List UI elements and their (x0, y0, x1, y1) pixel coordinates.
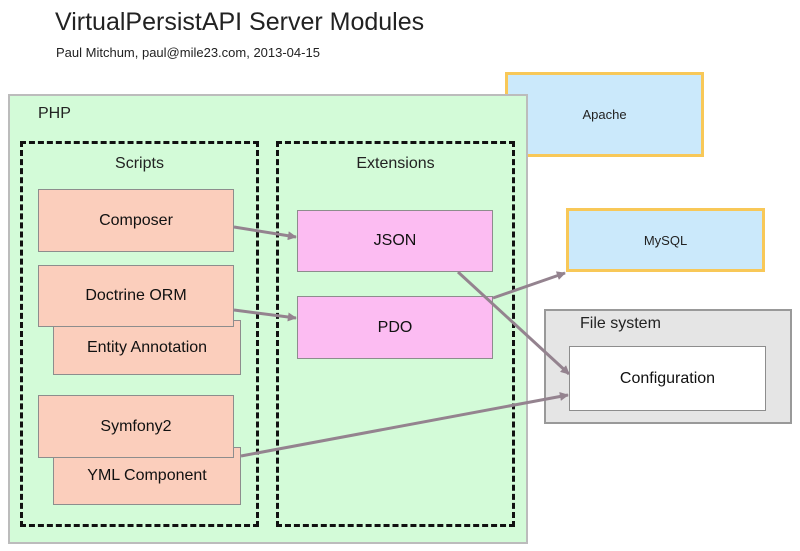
arrow-doctrine-to-pdo (233, 308, 297, 322)
extensions-label: Extensions (356, 155, 435, 172)
extensions-group (276, 141, 515, 527)
arrow-composer-to-json (233, 225, 297, 241)
file-system-label: File system (580, 315, 661, 332)
scripts-group (20, 141, 259, 527)
apache-box: Apache (505, 72, 704, 157)
doctrine-orm-label: Doctrine ORM (85, 287, 187, 304)
arrow-pdo-to-mysql (492, 271, 566, 300)
diagram-title: VirtualPersistAPI Server Modules (55, 8, 425, 36)
mysql-label: MySQL (643, 232, 688, 248)
entity-annotation-box: Entity Annotation (53, 320, 241, 375)
configuration-box: Configuration (569, 346, 766, 411)
pdo-box: PDO (297, 296, 493, 359)
mysql-box: MySQL (566, 208, 765, 272)
php-label: PHP (38, 105, 71, 122)
arrow-yml-to-configuration (240, 392, 569, 458)
apache-label: Apache (582, 107, 627, 122)
entity-annotation-label: Entity Annotation (86, 339, 208, 356)
arrow-json-to-configuration (456, 270, 571, 376)
pdo-label: PDO (377, 318, 413, 336)
composer-label: Composer (99, 211, 173, 229)
composer-box: Composer (38, 189, 234, 252)
json-label: JSON (373, 232, 417, 249)
doctrine-orm-box: Doctrine ORM (38, 265, 234, 327)
symfony2-label: Symfony2 (100, 417, 172, 435)
diagram-subtitle: Paul Mitchum, paul@mile23.com, 2013-04-1… (56, 45, 320, 60)
json-box: JSON (297, 210, 493, 272)
configuration-label: Configuration (619, 369, 716, 387)
yml-component-label: YML Component (87, 467, 207, 484)
scripts-label: Scripts (115, 155, 164, 172)
symfony2-box: Symfony2 (38, 395, 234, 458)
